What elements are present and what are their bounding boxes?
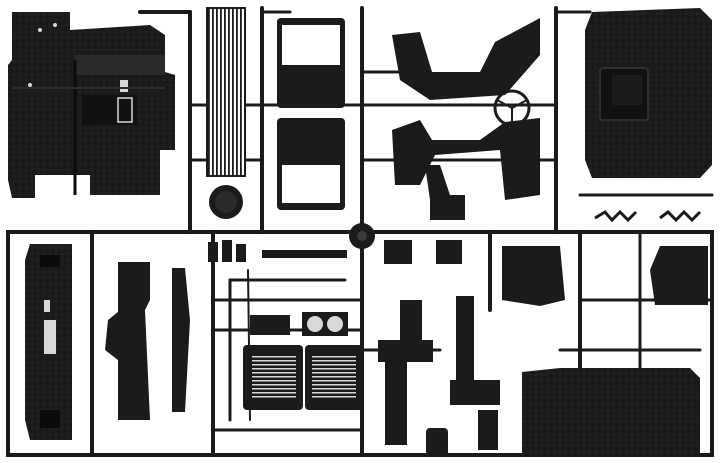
fan-parts: [250, 312, 348, 336]
mudflap-left: [502, 246, 565, 306]
window-frame-top: [277, 18, 345, 108]
radiator-right: [305, 345, 363, 410]
radiator-left: [243, 345, 303, 410]
cab-rear-panel: [585, 8, 712, 178]
sprue-hub: [349, 223, 375, 249]
air-intake-pipe: [378, 300, 433, 445]
sprue-frame: [6, 6, 714, 457]
side-fairing: [172, 268, 190, 412]
rear-floor-panel: [522, 368, 700, 455]
steering-wheel: [493, 89, 531, 127]
front-fender-lower: [392, 118, 540, 200]
mudflap-right: [650, 246, 708, 305]
lever-part: [425, 165, 465, 220]
front-fender-upper: [392, 18, 540, 100]
spring-parts: [594, 209, 702, 223]
small-knob-parts: [208, 240, 246, 262]
round-cap-part: [209, 185, 243, 219]
front-bumper: [25, 244, 72, 440]
long-bar-part: [262, 250, 347, 258]
exhaust-stack: [426, 296, 500, 456]
step-bracket: [105, 262, 150, 420]
radiator-grille: [206, 7, 246, 177]
cab-front-shell: [8, 12, 175, 198]
small-box-parts: [384, 240, 462, 264]
window-frame-bottom: [277, 118, 345, 210]
